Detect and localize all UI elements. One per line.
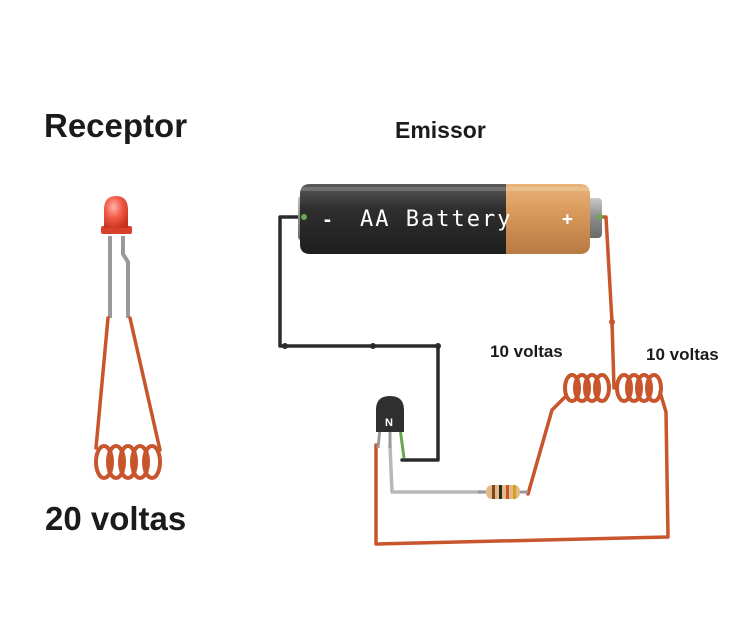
resistor <box>478 485 528 499</box>
emissor-circuit: N - AA Battery + <box>278 184 670 546</box>
emitter-coil-2 <box>615 373 663 403</box>
led-icon <box>104 196 128 228</box>
negative-wire <box>278 215 440 462</box>
coil1-turns-label: 10 voltas <box>490 342 563 361</box>
receptor-turns-label: 20 voltas <box>45 500 186 537</box>
led-leg-right <box>121 236 130 318</box>
transistor-label: N <box>385 417 393 429</box>
transistor: N <box>376 396 406 459</box>
coil-to-resistor-wire <box>526 394 568 496</box>
battery-copper-end <box>506 184 590 254</box>
positive-wire <box>599 215 616 390</box>
receptor-wire-left <box>94 316 110 450</box>
battery-positive-sign: + <box>562 209 573 230</box>
collector-loop-wire <box>374 390 670 546</box>
base-wire <box>388 443 486 494</box>
battery-label: AA Battery <box>360 207 512 232</box>
coil2-turns-label: 10 voltas <box>646 345 719 364</box>
receptor-title: Receptor <box>44 107 187 144</box>
emitter-coil-1 <box>563 373 611 403</box>
receptor-wire-right <box>128 316 162 452</box>
aa-battery: - AA Battery + <box>298 184 603 254</box>
battery-negative-sign: - <box>322 210 333 231</box>
emissor-title: Emissor <box>395 117 486 143</box>
receptor-coil <box>94 444 162 480</box>
receptor-circuit <box>94 196 162 480</box>
battery-body <box>300 184 506 254</box>
